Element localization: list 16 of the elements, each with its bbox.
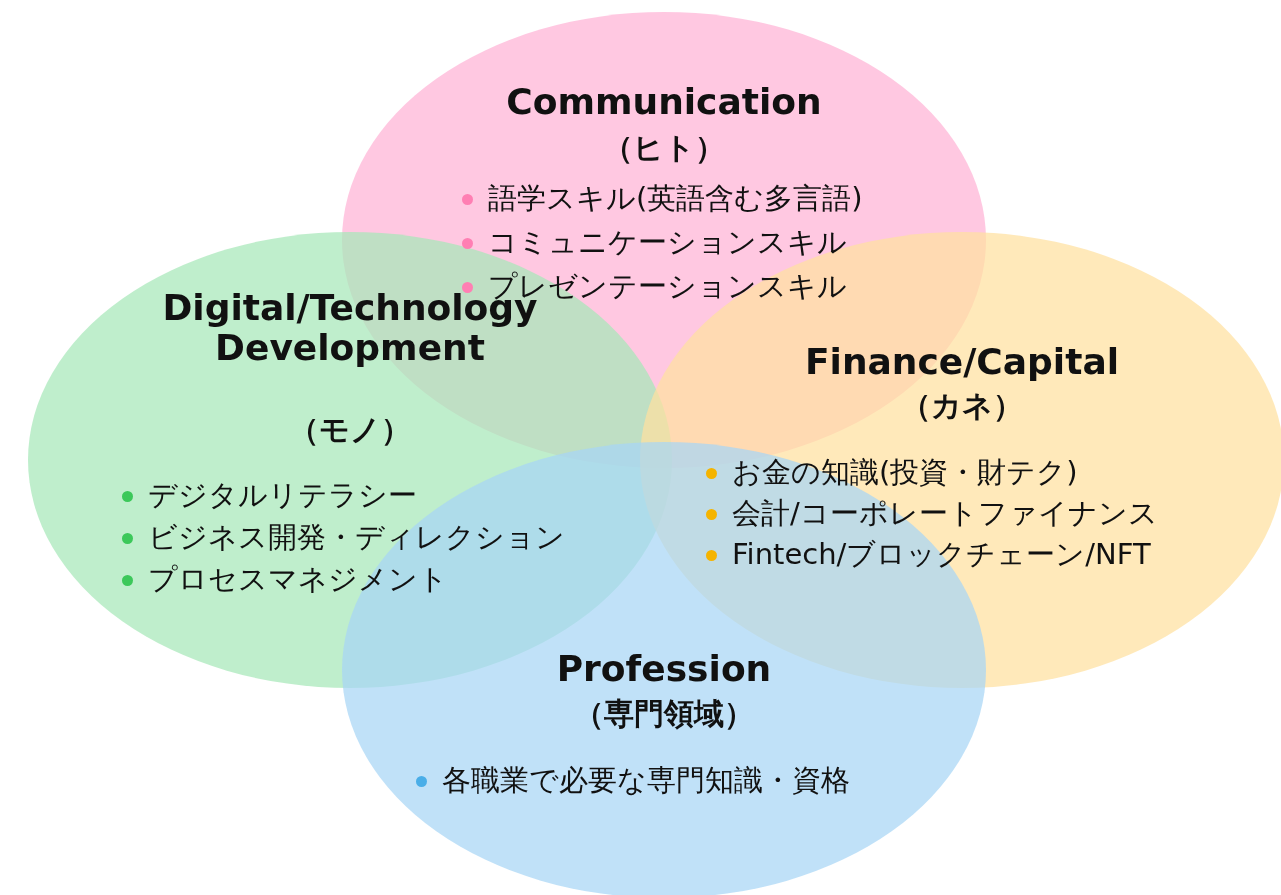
bullet-item: お金の知識(投資・財テク) bbox=[706, 454, 1078, 490]
category-subheading: （専門領域） bbox=[574, 696, 754, 732]
category-heading: Finance/Capital bbox=[803, 342, 1121, 382]
category-heading: Profession bbox=[555, 649, 773, 689]
bullet-item: 各職業で必要な専門知識・資格 bbox=[416, 762, 850, 798]
bullet-item: デジタルリテラシー bbox=[122, 477, 417, 513]
bullet-item: ビジネス開発・ディレクション bbox=[122, 519, 565, 555]
category-subheading: （モノ） bbox=[289, 412, 411, 448]
category-heading: Communication bbox=[505, 82, 823, 122]
bullet-item: 会計/コーポレートファイナンス bbox=[706, 495, 1158, 531]
bullet-item: 語学スキル(英語含む多言語) bbox=[462, 180, 863, 216]
bullet-item: プロセスマネジメント bbox=[122, 561, 448, 597]
category-subheading: （ヒト） bbox=[603, 130, 725, 166]
bullet-item: コミュニケーションスキル bbox=[462, 224, 847, 260]
category-subheading: （カネ） bbox=[901, 388, 1023, 424]
bullet-item: Fintech/ブロックチェーン/NFT bbox=[706, 536, 1151, 572]
